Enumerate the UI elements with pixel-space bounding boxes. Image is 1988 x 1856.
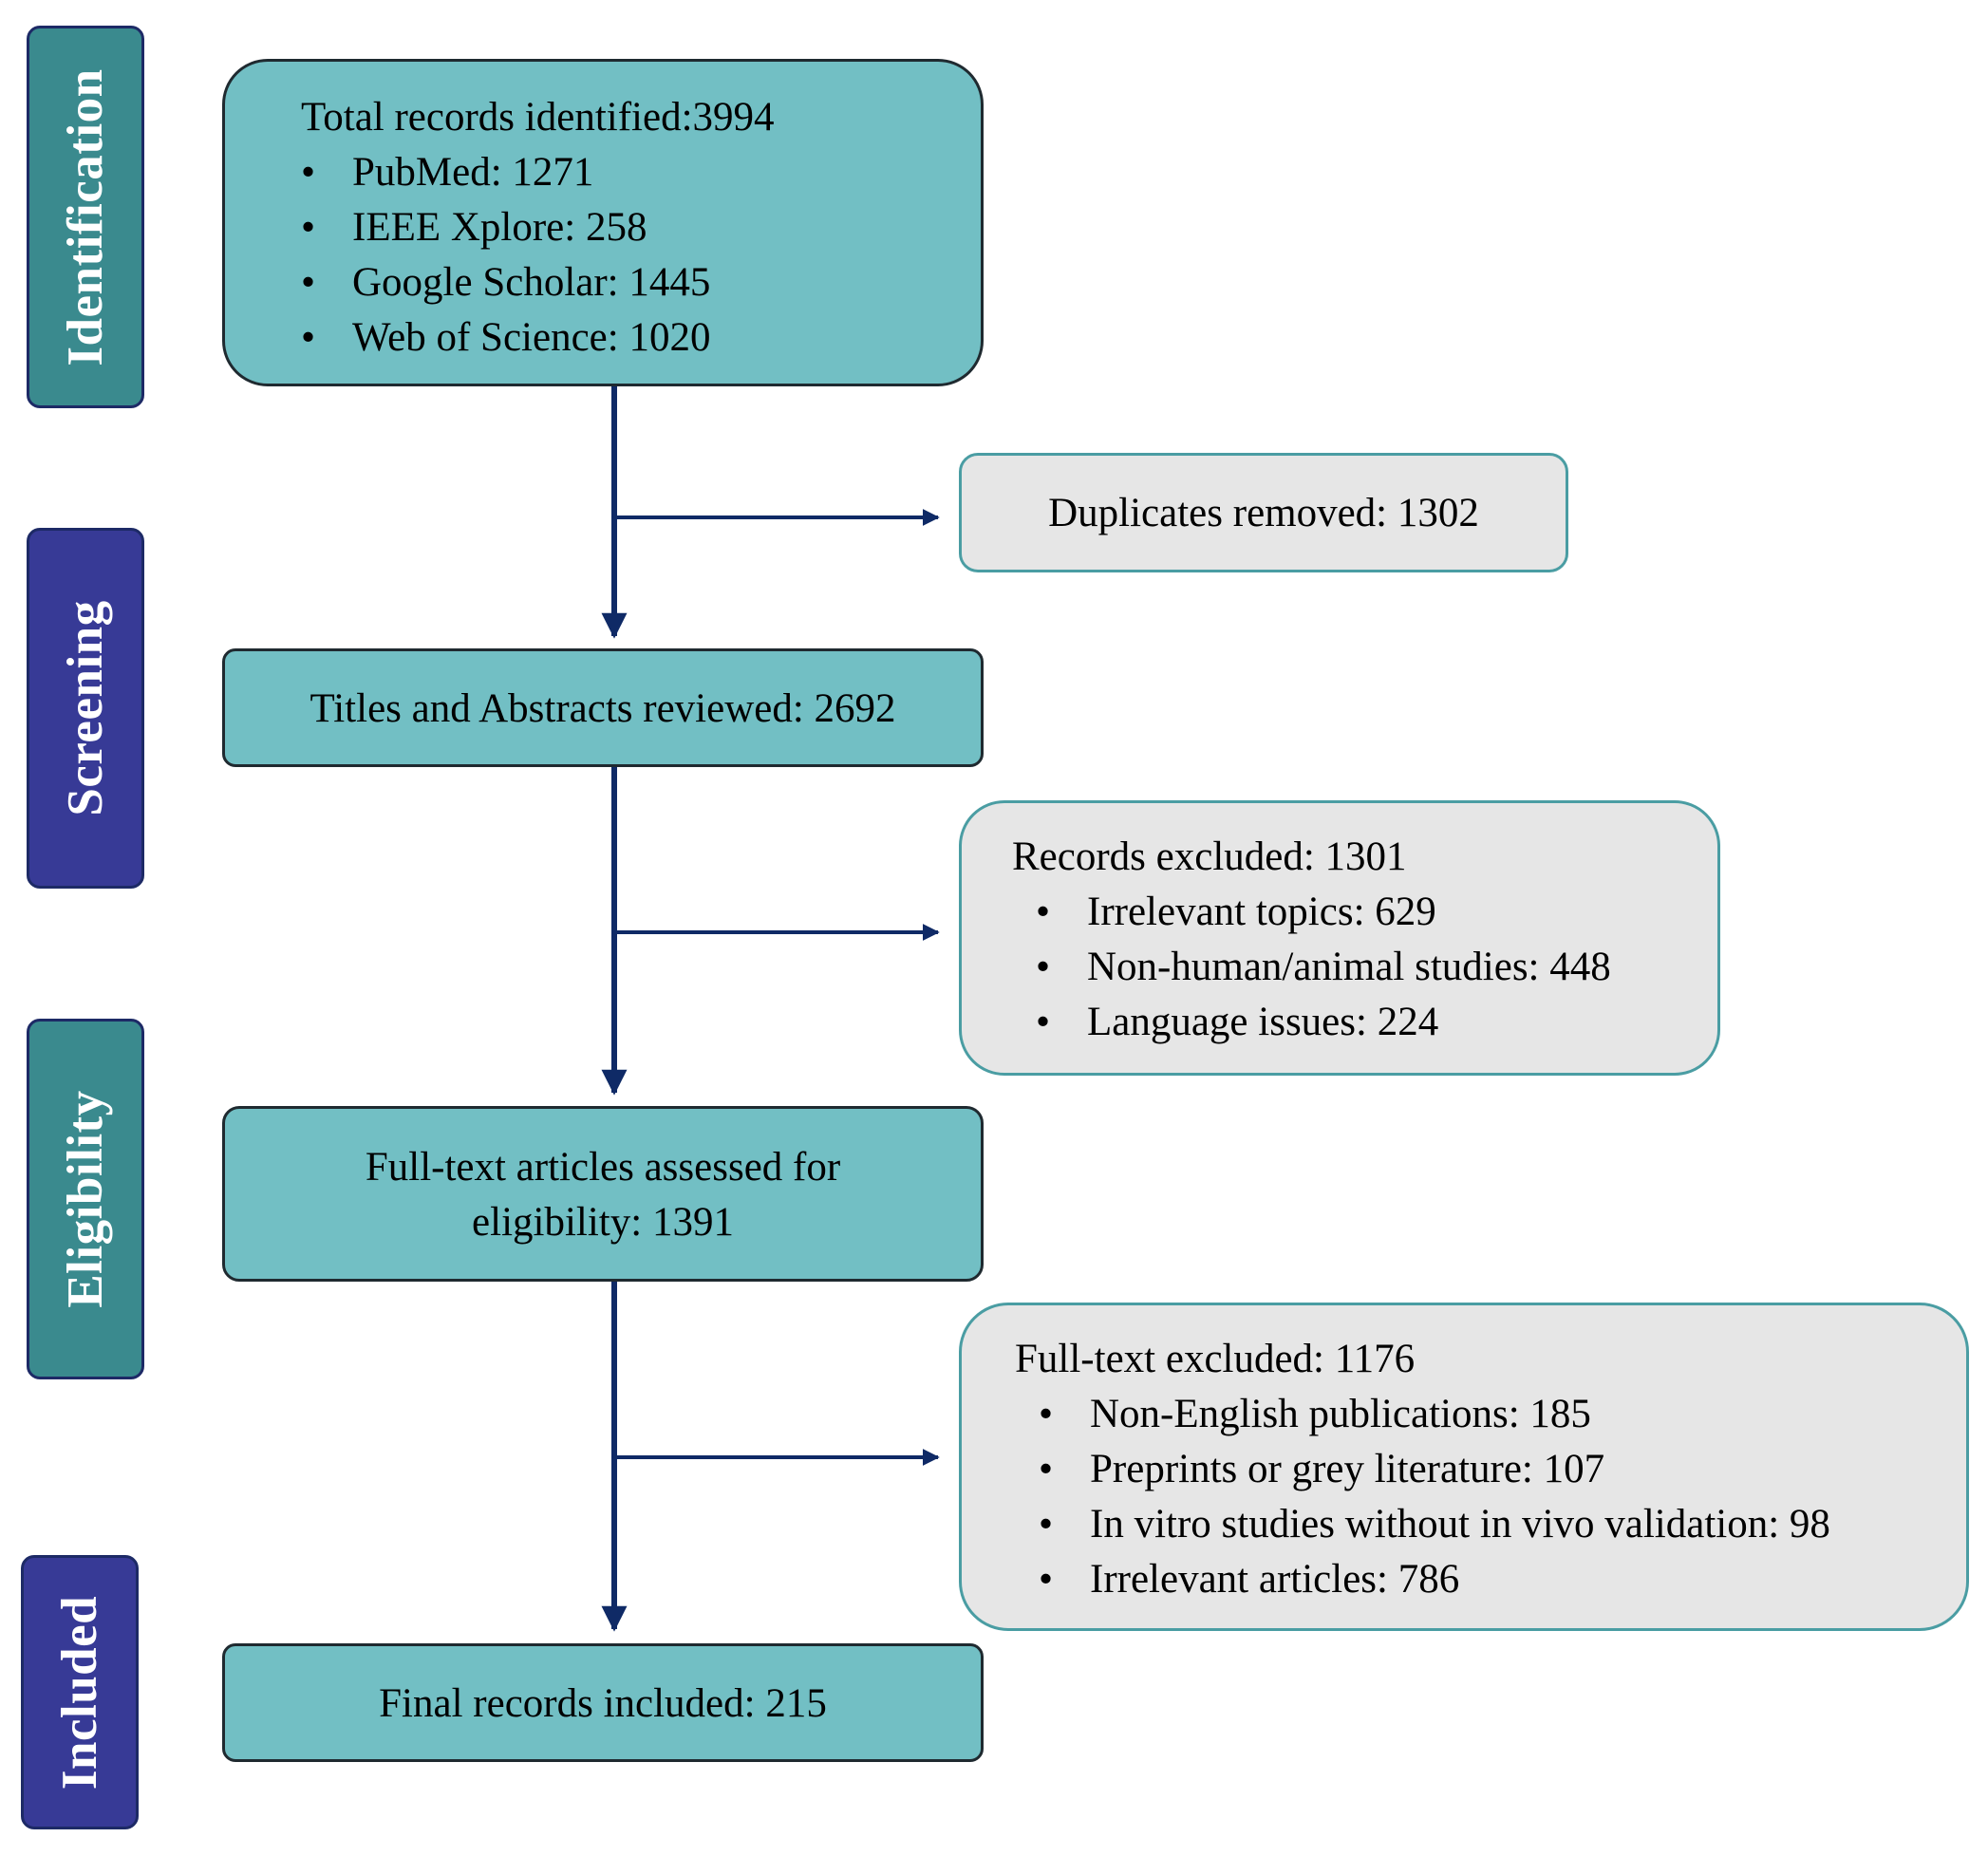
identification-box: Total records identified:3994 PubMed: 12… bbox=[222, 59, 984, 386]
stage-screening: Screening bbox=[27, 528, 144, 889]
list-item: Preprints or grey literature: 107 bbox=[1039, 1442, 1830, 1497]
list-item: IEEE Xplore: 258 bbox=[301, 200, 775, 255]
fulltext-excluded-list: Non-English publications: 185 Preprints … bbox=[1039, 1387, 1830, 1607]
eligibility-text-line1: Full-text articles assessed for bbox=[365, 1145, 841, 1190]
stage-identification-label: Identification bbox=[58, 67, 113, 366]
list-item: Language issues: 224 bbox=[1036, 995, 1611, 1050]
stage-eligibility-label: Eligibility bbox=[58, 1090, 113, 1308]
list-item: PubMed: 1271 bbox=[301, 145, 775, 200]
stage-included-label: Included bbox=[52, 1595, 107, 1790]
screening-text: Titles and Abstracts reviewed: 2692 bbox=[309, 686, 896, 731]
stage-screening-label: Screening bbox=[58, 600, 113, 816]
list-item: Web of Science: 1020 bbox=[301, 310, 775, 366]
list-item: Irrelevant topics: 629 bbox=[1036, 885, 1611, 940]
included-box: Final records included: 215 bbox=[222, 1643, 984, 1762]
list-item: Non-English publications: 185 bbox=[1039, 1387, 1830, 1442]
stage-included: Included bbox=[21, 1555, 139, 1829]
fulltext-excluded-title: Full-text excluded: 1176 bbox=[1015, 1337, 1416, 1381]
identification-title: Total records identified:3994 bbox=[301, 95, 775, 140]
screening-box: Titles and Abstracts reviewed: 2692 bbox=[222, 648, 984, 767]
stage-identification: Identification bbox=[27, 26, 144, 408]
records-excluded-box: Records excluded: 1301 Irrelevant topics… bbox=[959, 800, 1720, 1076]
records-excluded-list: Irrelevant topics: 629 Non-human/animal … bbox=[1036, 885, 1611, 1050]
list-item: In vitro studies without in vivo validat… bbox=[1039, 1497, 1830, 1552]
eligibility-box: Full-text articles assessed for eligibil… bbox=[222, 1106, 984, 1282]
fulltext-excluded-box: Full-text excluded: 1176 Non-English pub… bbox=[959, 1303, 1969, 1631]
list-item: Non-human/animal studies: 448 bbox=[1036, 940, 1611, 995]
included-text: Final records included: 215 bbox=[379, 1681, 827, 1726]
identification-source-list: PubMed: 1271 IEEE Xplore: 258 Google Sch… bbox=[301, 145, 775, 366]
records-excluded-title: Records excluded: 1301 bbox=[1012, 834, 1407, 879]
list-item: Google Scholar: 1445 bbox=[301, 255, 775, 310]
duplicates-removed-text: Duplicates removed: 1302 bbox=[1048, 491, 1479, 535]
stage-eligibility: Eligibility bbox=[27, 1019, 144, 1379]
list-item: Irrelevant articles: 786 bbox=[1039, 1552, 1830, 1607]
duplicates-removed-box: Duplicates removed: 1302 bbox=[959, 453, 1568, 572]
eligibility-text-line2: eligibility: 1391 bbox=[472, 1200, 734, 1245]
